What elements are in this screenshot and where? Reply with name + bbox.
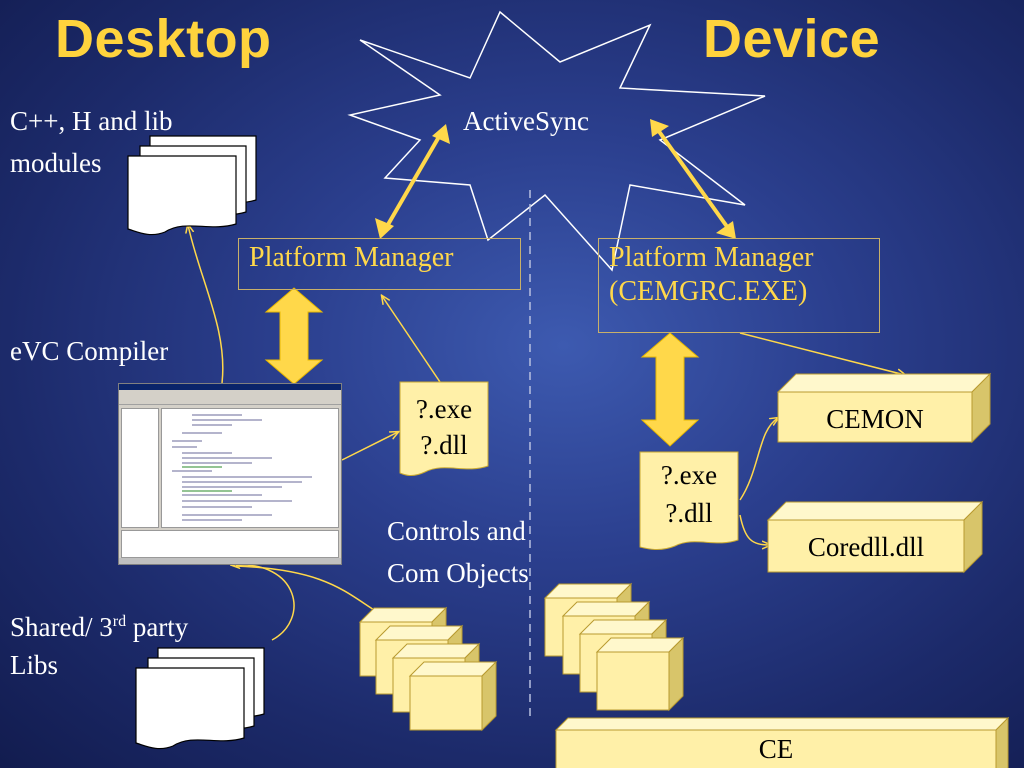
desktop-exe-dll-doc — [399, 381, 489, 476]
arrow-exe-to-coredll — [739, 514, 770, 545]
arrow-compiler-to-exe — [341, 432, 398, 461]
coredll-box — [766, 500, 984, 574]
fat-arrow-device-pm-exe — [640, 332, 700, 447]
compiler-label: eVC Compiler — [10, 336, 169, 366]
arrow-device-pm-to-cemon — [739, 332, 905, 375]
desktop-title: Desktop — [55, 9, 272, 69]
device-dll-label: ?.dll — [665, 498, 713, 528]
device-platform-manager-line2: (CEMGRC.EXE) — [609, 276, 808, 307]
device-platform-manager-line1: Platform Manager — [609, 242, 814, 273]
controls-label-line1: Controls and — [387, 516, 526, 546]
desktop-platform-manager-box: Platform Manager — [238, 238, 521, 290]
device-exe-label: ?.exe — [660, 460, 718, 490]
evc-ide-screenshot — [118, 383, 342, 565]
ce-label: CE — [758, 734, 794, 764]
device-title: Device — [703, 9, 881, 69]
device-exe-dll-doc — [639, 451, 739, 550]
coredll-label: Coredll.dll — [807, 532, 925, 562]
activesync-label: ActiveSync — [463, 106, 589, 136]
source-modules-doc-stack — [127, 135, 257, 236]
arrow-exe-to-cemon — [739, 418, 778, 501]
activesync-starburst — [347, 10, 766, 272]
desktop-dll-label: ?.dll — [420, 430, 468, 460]
controls-box-4 — [408, 660, 498, 732]
source-modules-label-line1: C++, H and lib — [10, 106, 173, 136]
fat-arrow-desktop-pm-compiler — [264, 287, 324, 385]
source-modules-label-line2: modules — [10, 148, 102, 178]
cemon-box — [776, 372, 992, 444]
device-controls-box-4 — [595, 636, 685, 712]
ce-box — [554, 716, 1010, 768]
desktop-platform-manager-label: Platform Manager — [249, 242, 454, 273]
arrow-shared-libs-to-compiler — [232, 565, 295, 641]
shared-libs-label-line2: Libs — [10, 650, 59, 680]
arrow-exe-to-desktop-pm — [382, 296, 441, 383]
shared-libs-doc-stack — [135, 647, 265, 750]
cemon-label: CEMON — [826, 404, 924, 434]
shared-libs-label-line1: Shared/ 3rd party — [10, 612, 189, 642]
controls-label-line2: Com Objects — [387, 558, 529, 588]
device-platform-manager-box: Platform Manager (CEMGRC.EXE) — [598, 238, 880, 333]
desktop-exe-label: ?.exe — [415, 394, 473, 424]
arrow-activesync-device-pm — [650, 119, 736, 239]
arrow-compiler-to-sources — [188, 225, 224, 384]
arrow-activesync-desktop-pm — [375, 124, 450, 239]
